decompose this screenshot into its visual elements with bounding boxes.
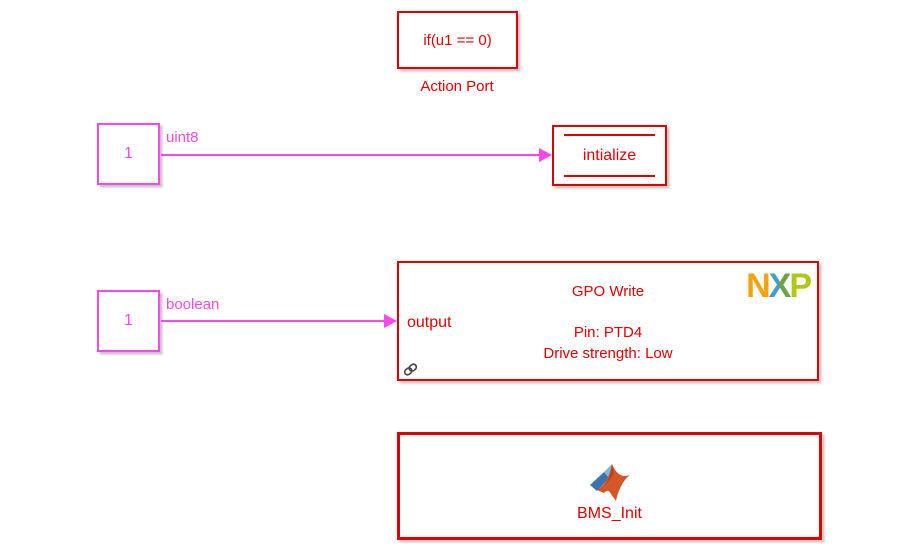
gpo-write-block[interactable]: output GPO Write Pin: PTD4 Drive strengt… <box>397 261 819 381</box>
if-action-port-block[interactable]: if(u1 == 0) <box>397 11 518 69</box>
inport-number: 1 <box>124 145 133 162</box>
inport-number: 1 <box>124 312 133 329</box>
inport-block-uint8[interactable]: 1 <box>97 123 160 185</box>
subsystem-top-line <box>564 134 655 136</box>
gpo-write-title: GPO Write <box>571 283 645 300</box>
signal-wire-boolean[interactable] <box>161 320 385 322</box>
nxp-letter-n: N <box>746 267 771 305</box>
gpo-drive-strength-setting: Drive strength: Low <box>543 345 673 362</box>
arrowhead-boolean <box>384 314 397 328</box>
signal-wire-uint8[interactable] <box>161 154 540 156</box>
matlab-function-icon <box>400 463 819 508</box>
initialize-subsystem-block[interactable]: intialize <box>552 125 667 186</box>
bms-init-matlab-function-block[interactable]: BMS_Init <box>397 432 822 540</box>
library-link-icon <box>403 363 418 376</box>
bms-init-label: BMS_Init <box>577 505 642 522</box>
action-port-label[interactable]: Action Port <box>420 78 494 95</box>
if-expression: if(u1 == 0) <box>423 31 492 49</box>
gpo-input-port-label: output <box>407 314 452 331</box>
inport-block-boolean[interactable]: 1 <box>97 290 160 352</box>
subsystem-bottom-line <box>564 175 655 177</box>
initialize-label: intialize <box>582 146 637 164</box>
arrowhead-uint8 <box>539 148 552 162</box>
nxp-letter-p: P <box>789 267 812 305</box>
gpo-pin-setting: Pin: PTD4 <box>573 324 643 341</box>
signal-label-uint8[interactable]: uint8 <box>166 129 199 146</box>
signal-label-boolean[interactable]: boolean <box>166 296 220 313</box>
